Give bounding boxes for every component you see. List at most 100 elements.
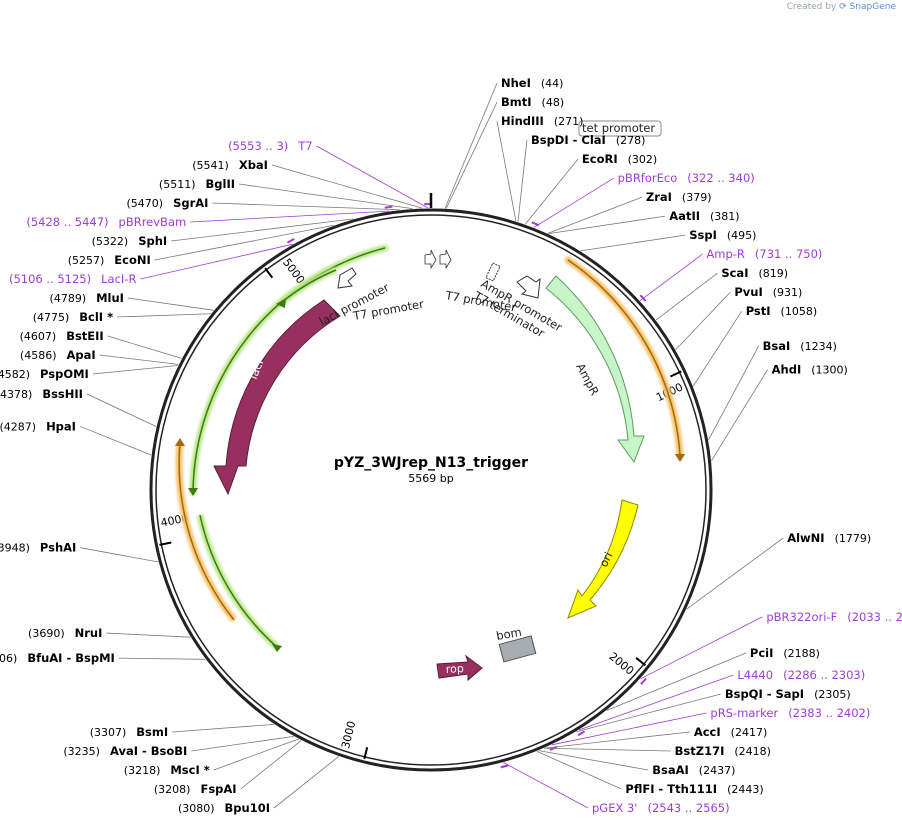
- site-label[interactable]: (4586)ApaI: [20, 348, 96, 362]
- backbone-inner-ring: [155, 214, 707, 766]
- snapgene-credit: Created by ⟳ SnapGene: [787, 2, 896, 12]
- bom-feature: [498, 635, 537, 663]
- site-label[interactable]: (4789)MluI: [50, 291, 124, 305]
- site-leader-line: [444, 83, 498, 209]
- site-leader-line: [524, 158, 579, 225]
- site-position: (3307): [90, 726, 127, 739]
- site-label[interactable]: (4378)BssHII: [0, 387, 83, 401]
- primer-name: T7: [297, 139, 312, 153]
- site-label[interactable]: (3208)FspAI: [154, 782, 237, 796]
- site-leader-line: [213, 738, 299, 771]
- site-leader-line: [692, 310, 743, 387]
- site-label[interactable]: BmtI(48): [501, 95, 564, 109]
- site-position: (4775): [33, 311, 70, 324]
- site-label[interactable]: (4287)HpaI: [0, 419, 76, 433]
- site-name: BsaI: [763, 339, 791, 353]
- site-name: BmtI: [501, 95, 532, 109]
- primer-label[interactable]: (5553 .. 3) T7: [228, 139, 313, 153]
- site-label[interactable]: (4775)BclI *: [33, 310, 113, 324]
- site-leader-line: [171, 218, 354, 242]
- site-label[interactable]: (5541)XbaI: [192, 158, 268, 172]
- site-label[interactable]: (3948)PshAI: [0, 541, 76, 555]
- tick-mark: [635, 657, 647, 667]
- site-label[interactable]: (3690)NruI: [28, 626, 102, 640]
- site-label[interactable]: (3606) BfuAI - BspMI: [0, 651, 115, 665]
- site-label[interactable]: AatII(381): [669, 209, 739, 223]
- site-label[interactable]: PciI(2188): [750, 646, 820, 660]
- orf-arcs: [175, 244, 685, 652]
- site-leader-line: [240, 740, 302, 790]
- primer-label[interactable]: (5428 .. 5447)pBRrevBam: [26, 215, 186, 229]
- site-label[interactable]: ScaI(819): [721, 266, 788, 280]
- site-label[interactable]: (3080)Bpu10I: [178, 801, 270, 815]
- site-label[interactable]: SspI(495): [689, 228, 756, 242]
- primer-range: (2286 .. 2303): [783, 668, 865, 682]
- site-leader-line: [117, 313, 211, 318]
- tick-label: 2000: [606, 650, 636, 678]
- primer-label[interactable]: pGEX 3'(2543 .. 2565): [592, 801, 730, 815]
- site-label[interactable]: PflFI - Tth111I(2443): [625, 782, 763, 796]
- primer-range: (5553 .. 3): [228, 139, 288, 153]
- primer-name: pBRrevBam: [119, 215, 187, 229]
- site-name: NheI: [501, 76, 531, 90]
- site-label[interactable]: AlwNI(1779): [787, 531, 871, 545]
- site-position: (1300): [811, 364, 848, 377]
- site-label[interactable]: AhdI(1300): [772, 363, 848, 377]
- site-name: EcoRI: [582, 152, 618, 166]
- site-label[interactable]: (5511)BglII: [159, 177, 235, 191]
- primer-label[interactable]: Amp-R(731 .. 750): [706, 247, 822, 261]
- site-position: (2437): [699, 764, 736, 777]
- site-label[interactable]: BsaAI(2437): [652, 763, 735, 777]
- site-label[interactable]: (5322)SphI: [92, 234, 168, 248]
- site-name: BfuAI - BspMI: [27, 651, 114, 665]
- site-leader-line: [711, 369, 768, 461]
- site-label[interactable]: HindIII(271): [501, 114, 583, 128]
- primer-label[interactable]: pBR322ori-F(2033 .. 2052): [766, 610, 902, 624]
- site-label[interactable]: (3235)AvaI - BsoBI: [63, 744, 187, 758]
- site-leader-line: [99, 354, 179, 365]
- site-label[interactable]: (5470)SgrAI: [127, 196, 209, 210]
- site-label[interactable]: BspQI - SapI(2305): [725, 687, 851, 701]
- site-label[interactable]: (4582)PspOMI: [0, 367, 89, 381]
- site-position: (5470): [127, 197, 164, 210]
- site-leader-lines: [79, 83, 784, 809]
- tick-label: 3000: [339, 720, 358, 750]
- site-label[interactable]: ZraI(379): [646, 190, 712, 204]
- site-position: (3690): [28, 627, 65, 640]
- site-name: ScaI: [721, 266, 748, 280]
- site-label[interactable]: (5257)EcoNI: [68, 253, 151, 267]
- site-name: ApaI: [66, 348, 95, 362]
- site-leader-line: [86, 393, 157, 427]
- site-label[interactable]: (3218)MscI *: [124, 763, 210, 777]
- site-leader-line: [191, 735, 294, 752]
- primer-name: LacI-R: [101, 272, 136, 286]
- primer-label[interactable]: pBRforEco(322 .. 340): [618, 171, 755, 185]
- site-label[interactable]: PvuI(931): [734, 285, 802, 299]
- site-label[interactable]: (3307)BsmI: [90, 725, 168, 739]
- site-position: (495): [727, 229, 757, 242]
- plasmid-length: 5569 bp: [408, 472, 453, 485]
- site-leader-line: [273, 756, 339, 809]
- site-label[interactable]: BstZ17I(2418): [675, 744, 771, 758]
- feature-annotations: lacI lacI promoter T7 promoter T7 promot…: [213, 120, 662, 682]
- site-position: (4789): [50, 292, 87, 305]
- t7-promoter-arrow-2: [439, 249, 452, 270]
- site-position: (3606): [0, 652, 17, 665]
- site-label[interactable]: BsaI(1234): [763, 339, 837, 353]
- site-leader-line: [212, 202, 400, 211]
- site-label[interactable]: (4607)BstEII: [20, 329, 104, 343]
- site-label[interactable]: EcoRI(302): [582, 152, 657, 166]
- primer-label[interactable]: L4440(2286 .. 2303): [737, 668, 865, 682]
- primer-label[interactable]: (5106 .. 5125)LacI-R: [9, 272, 136, 286]
- site-name: HpaI: [46, 419, 76, 433]
- site-label[interactable]: NheI(44): [501, 76, 563, 90]
- site-label[interactable]: PstI(1058): [746, 304, 817, 318]
- primer-leader-line: [579, 674, 734, 731]
- site-label[interactable]: BspDI - ClaI(278): [531, 133, 645, 147]
- site-position: (4582): [0, 368, 30, 381]
- primer-label[interactable]: pRS-marker(2383 .. 2402): [710, 706, 870, 720]
- primer-leader-line: [503, 762, 589, 809]
- site-label[interactable]: AccI(2417): [694, 725, 767, 739]
- site-name: BglII: [206, 177, 236, 191]
